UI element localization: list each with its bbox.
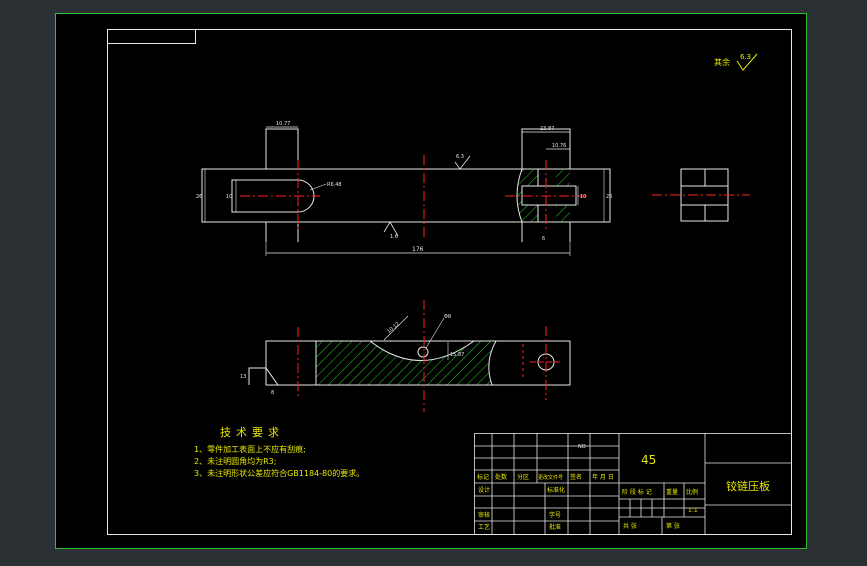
tb-sheet-no: 第 张 xyxy=(666,522,680,530)
tb-sheet-total: 共 张 xyxy=(623,522,637,530)
corner-label-box xyxy=(107,29,196,44)
tb-approve: 批准 xyxy=(549,523,561,531)
finish-value: 6.3 xyxy=(740,53,751,61)
angle-leader xyxy=(383,315,409,341)
main-body xyxy=(201,168,611,223)
roughness-top-icon xyxy=(454,155,471,170)
tb-standardize: 标准化 xyxy=(547,486,565,494)
tb-stage-mark: 阶 段 标 记 xyxy=(622,488,652,496)
tb-school-no: 学号 xyxy=(549,511,561,519)
front-hole-text: Φ8 xyxy=(444,314,451,320)
tb-process: 工艺 xyxy=(478,523,490,531)
tb-part-name: 铰链压板 xyxy=(726,479,770,493)
tb-scale-label: 比例 xyxy=(686,488,698,496)
surface-finish-note: 其余 6.3 xyxy=(714,53,758,71)
tb-no-label: NO xyxy=(578,444,586,450)
tb-design: 设计 xyxy=(478,486,490,494)
finish-label: 其余 xyxy=(714,57,730,67)
tb-zone: 分区 xyxy=(517,473,529,481)
dim-right-bottom-text: 6 xyxy=(542,236,545,242)
dim-right-width-text: 23.87 xyxy=(540,126,554,132)
right-slot xyxy=(521,185,577,206)
tb-scale-value: 1:1 xyxy=(688,507,698,514)
left-slot xyxy=(231,179,315,213)
front-chamfer xyxy=(248,367,279,386)
tb-signature: 签名 xyxy=(570,473,582,481)
tb-doc-no: 更改文件号 xyxy=(538,474,563,481)
tech-requirements: 技术要求 1、零件加工表面上不应有刮痕; 2、未注明圆角均为R3; 3、未注明形… xyxy=(194,426,364,478)
roughness-bottom-text: 1.6 xyxy=(390,234,398,240)
dim-slot-height-text: 10 xyxy=(226,194,232,200)
side-view xyxy=(652,168,750,222)
dim-overall-text: 176 xyxy=(412,246,424,253)
front-left-text: 13 xyxy=(240,374,246,380)
front-hole-left xyxy=(417,346,429,358)
tech-note-2: 2、未注明圆角均为R3; xyxy=(194,456,276,466)
drawing-frame xyxy=(107,29,792,535)
title-block-text: 45 铰链压板 标记 处数 分区 更改文件号 签名 年 月 日 设计 标准化 审… xyxy=(477,444,770,531)
tb-date: 年 月 日 xyxy=(592,473,614,481)
roughness-bottom-icon xyxy=(383,221,399,237)
dim-right-slot-text: 10 xyxy=(580,194,586,200)
dim-right-height-text: 26 xyxy=(606,194,612,200)
front-section-hatch xyxy=(315,340,497,386)
right-section-hatch-2 xyxy=(556,169,570,222)
sheet-border xyxy=(55,13,807,549)
tb-count: 处数 xyxy=(495,473,507,481)
dim-left-width-text: 10.77 xyxy=(276,121,290,127)
title-block xyxy=(474,433,792,535)
front-left-small-text: 8 xyxy=(271,390,274,396)
radius-leader xyxy=(309,183,327,191)
roughness-top-text: 6.3 xyxy=(456,154,464,160)
dim-right-inner-text: 10.76 xyxy=(552,143,566,149)
sheet-background xyxy=(55,13,807,549)
dim-left-height-text: 26 xyxy=(196,194,202,200)
title-block-frame xyxy=(474,433,792,535)
tech-note-1: 1、零件加工表面上不应有刮痕; xyxy=(194,444,306,454)
tech-title: 技术要求 xyxy=(220,426,284,439)
tb-review: 审核 xyxy=(478,511,490,519)
finish-symbol-icon xyxy=(736,53,758,71)
tech-note-3: 3、未注明形状公差应符合GB1184-80的要求。 xyxy=(194,468,364,478)
front-view: 10.12 Φ8 15.87 13 8 xyxy=(240,300,571,412)
hole-leader xyxy=(425,317,445,349)
tb-material: 45 xyxy=(641,453,656,467)
top-view: 10.77 23.87 10.76 176 26 10 26 10 6 R6.4… xyxy=(196,121,612,256)
tb-mark: 标记 xyxy=(477,473,489,481)
radius-note-text: R6.48 xyxy=(327,182,342,188)
front-depth-text: 15.87 xyxy=(450,352,464,358)
tb-weight: 重量 xyxy=(666,488,678,496)
